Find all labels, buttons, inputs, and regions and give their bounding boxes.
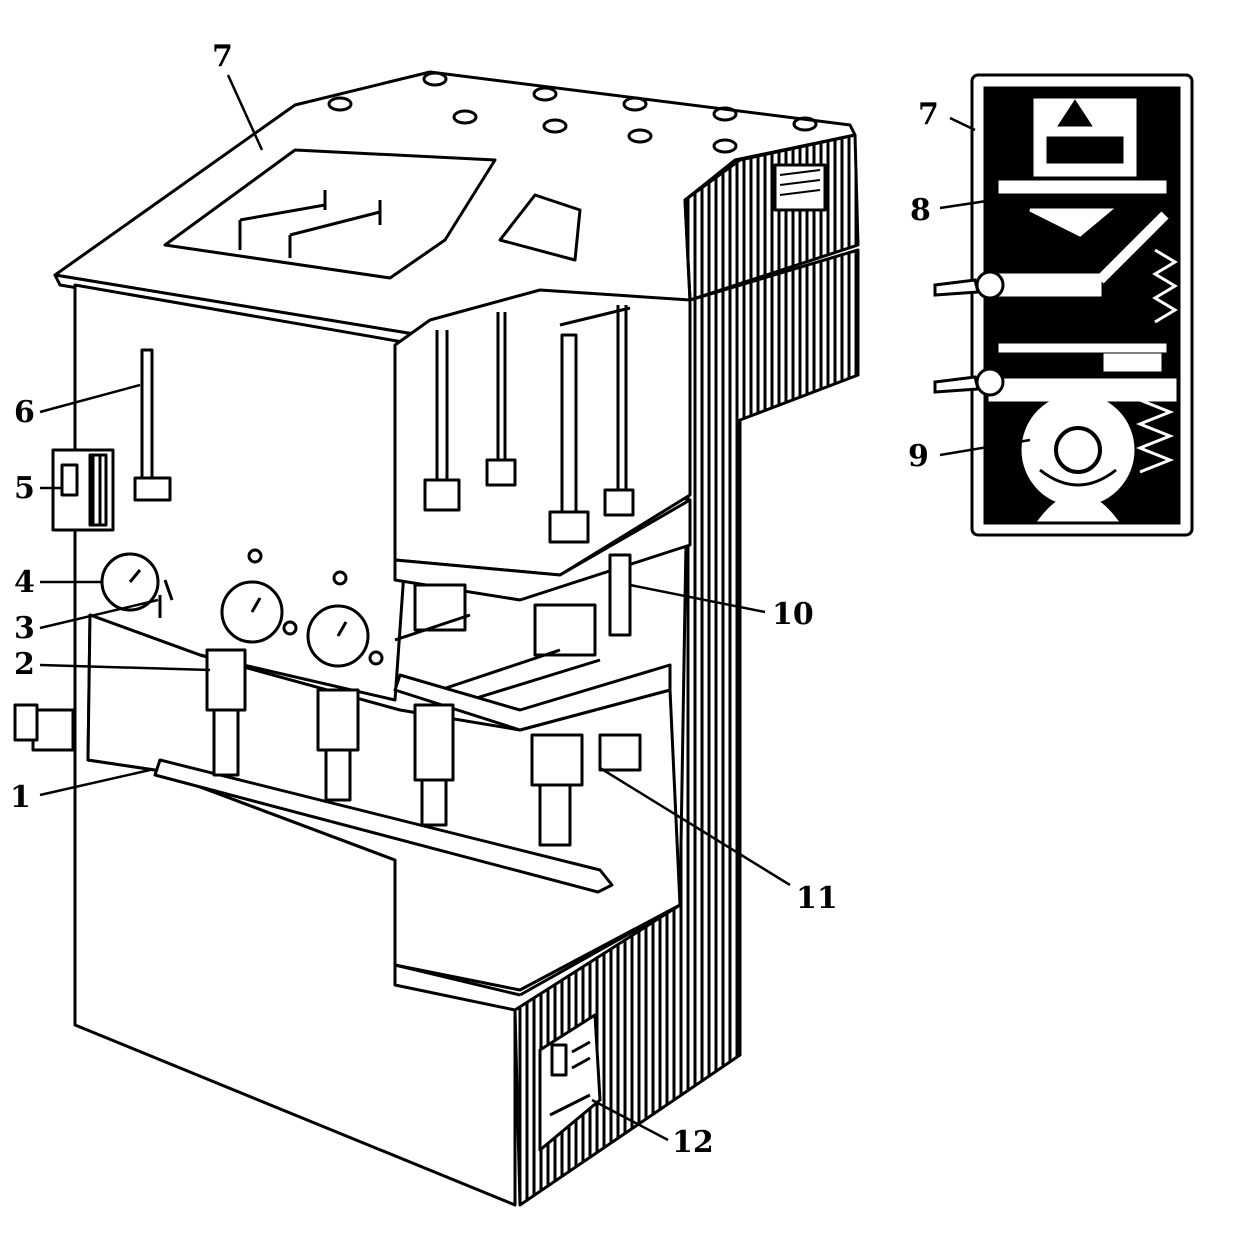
- main-cabinet: [13, 70, 860, 1207]
- sight-tube-6: [133, 348, 172, 502]
- callout-8: 8: [910, 193, 931, 228]
- valve-deck: [393, 498, 692, 602]
- inset-panel: [933, 73, 1194, 537]
- roof-linkage: [238, 190, 382, 258]
- valve-handle-3: [158, 579, 174, 618]
- roof-cutaway: [163, 148, 497, 280]
- callout-6: 6: [14, 395, 35, 430]
- callout-7-inset: 7: [918, 97, 939, 132]
- nameplate-12: [538, 1013, 602, 1152]
- inset-spring: [1135, 248, 1178, 474]
- gauges: [100, 548, 384, 668]
- side-column: [513, 248, 860, 1207]
- callout-9: 9: [908, 439, 929, 474]
- side-valve: [13, 703, 75, 752]
- vertical-regulators: [205, 648, 642, 847]
- callout-11: 11: [796, 881, 838, 916]
- upper-rods: [423, 305, 635, 544]
- callout-7-main: 7: [212, 39, 233, 74]
- top-bolts: [327, 71, 818, 154]
- callout-2: 2: [14, 647, 35, 682]
- regulator-valves: [394, 553, 632, 702]
- callout-1: 1: [10, 780, 31, 815]
- callout-3: 3: [14, 611, 35, 646]
- switch-box-5: [51, 448, 115, 532]
- air-manifold: [153, 758, 614, 894]
- callout-4: 4: [14, 565, 35, 600]
- callout-5: 5: [14, 471, 35, 506]
- leader-lines: [39, 74, 1031, 1142]
- callout-12: 12: [672, 1125, 714, 1160]
- callout-10: 10: [772, 597, 814, 632]
